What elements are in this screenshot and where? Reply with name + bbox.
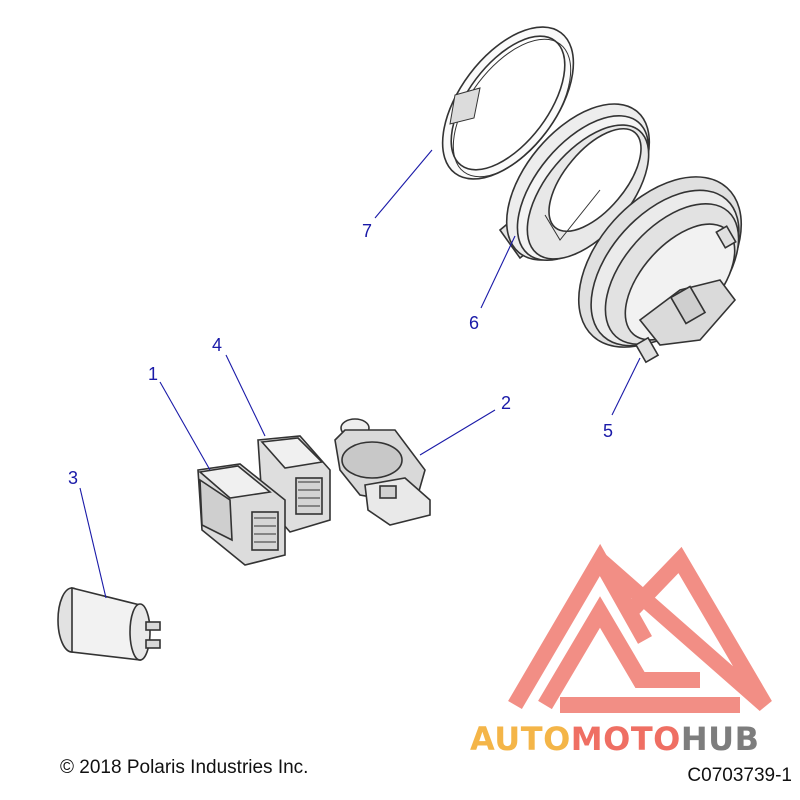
callout-4: 4 [212,335,223,355]
copyright-notice: © 2018 Polaris Industries Inc. [60,757,309,778]
watermark-brand-part: HUB [680,720,760,758]
callout-3: 3 [68,468,79,488]
leader-line-7 [374,149,433,219]
leader-line-1 [159,381,211,471]
leader-line-4 [225,354,266,437]
diagram-code: C0703739-1 [687,765,792,786]
watermark-brand-part: AUTO [470,720,571,758]
callout-1: 1 [148,364,159,384]
callout-7: 7 [362,221,373,241]
part-6-gauge-bezel [498,103,651,262]
part-1-rocker-switch [197,463,286,566]
part-3-power-outlet [57,586,161,661]
leader-line-3 [79,487,107,599]
leader-lines [79,149,641,599]
watermark-logo [508,543,772,713]
leader-line-2 [419,409,496,456]
callout-6: 6 [469,313,480,333]
leader-line-6 [480,235,516,309]
part-5-gauge-body [577,176,743,364]
callout-5: 5 [603,421,614,441]
callout-2: 2 [501,393,512,413]
watermark-brand-part: MOTO [570,720,681,758]
part-2-round-switch [334,418,431,526]
part-7-trim-ring [441,26,575,180]
leader-line-5 [611,357,641,416]
watermark-brand-text: AUTOMOTOHUB [470,720,760,758]
